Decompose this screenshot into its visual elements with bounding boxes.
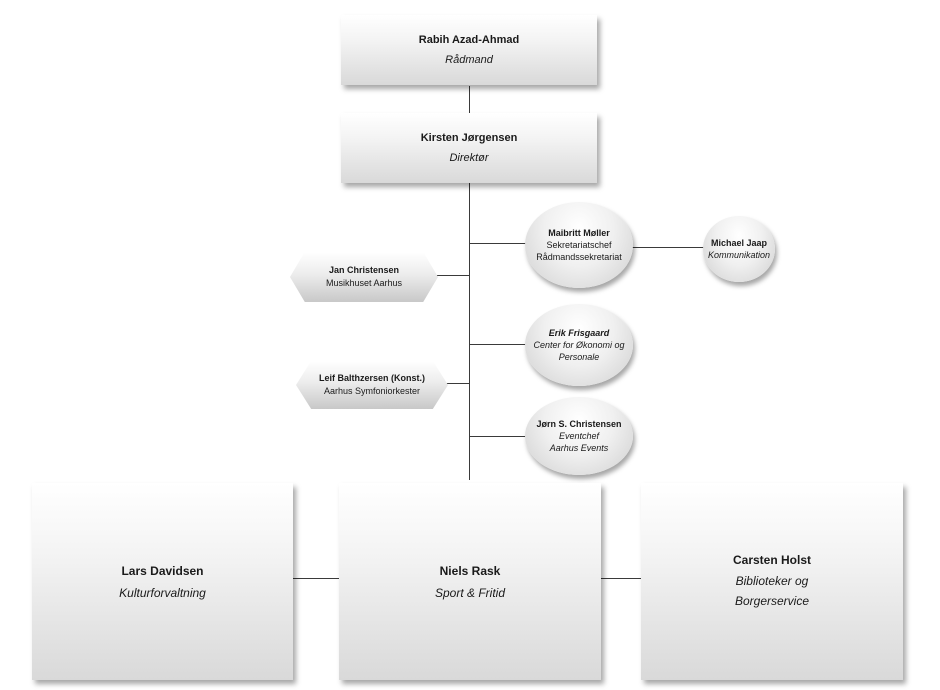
connector-frisgaard: [469, 344, 529, 345]
node-name: Lars Davidsen: [121, 563, 204, 578]
node-title: Kommunikation: [707, 250, 771, 260]
node-direktoer: Kirsten Jørgensen Direktør: [341, 113, 597, 183]
node-carsten-holst: Carsten Holst Biblioteker og Borgerservi…: [641, 483, 903, 680]
node-raadmand: Rabih Azad-Ahmad Rådmand: [341, 15, 597, 85]
node-unit: Musikhuset Aarhus: [325, 278, 403, 288]
connector-jan-christensen: [435, 275, 469, 276]
node-maibritt-moeller: Maibritt Møller Sekretariatschef Rådmand…: [525, 202, 633, 288]
node-unit: Aarhus Events: [549, 443, 609, 453]
node-michael-jaap: Michael Jaap Kommunikation: [703, 216, 775, 282]
node-name: Michael Jaap: [710, 238, 768, 248]
node-name: Jan Christensen: [328, 265, 400, 275]
node-joern-christensen: Jørn S. Christensen Eventchef Aarhus Eve…: [525, 397, 633, 475]
node-name: Leif Balthzersen (Konst.): [318, 373, 425, 383]
node-title-line1: Biblioteker og: [735, 573, 809, 588]
node-title: Sekretariatschef: [546, 240, 612, 250]
node-name: Maibritt Møller: [548, 228, 610, 238]
node-name: Niels Rask: [439, 563, 501, 578]
node-lars-davidsen: Lars Davidsen Kulturforvaltning: [32, 483, 293, 680]
node-name: Jørn S. Christensen: [536, 419, 622, 429]
node-name: Rabih Azad-Ahmad: [418, 34, 520, 46]
node-unit-cont: Personale: [558, 352, 600, 362]
node-title: Kulturforvaltning: [119, 585, 206, 600]
connector-dept-left: [292, 578, 340, 579]
node-name: Erik Frisgaard: [548, 328, 610, 338]
node-unit: Aarhus Symfoniorkester: [323, 386, 421, 396]
node-title: Direktør: [449, 152, 489, 164]
node-leif-balthzersen: Leif Balthzersen (Konst.) Aarhus Symfoni…: [296, 361, 448, 409]
node-unit: Center for Økonomi og: [533, 340, 625, 350]
connector-top-director: [469, 86, 470, 116]
node-title: Rådmand: [445, 54, 493, 66]
connector-balthzersen: [443, 383, 469, 384]
node-jan-christensen: Jan Christensen Musikhuset Aarhus: [290, 252, 438, 302]
node-name: Kirsten Jørgensen: [420, 132, 518, 144]
connector-christensen-events: [469, 436, 529, 437]
node-title-line2: Borgerservice: [734, 593, 810, 608]
connector-moller-jaap: [630, 247, 704, 248]
connector-moller: [469, 243, 529, 244]
connector-main-vertical: [469, 182, 470, 480]
node-erik-frisgaard: Erik Frisgaard Center for Økonomi og Per…: [525, 304, 633, 386]
node-title: Eventchef: [558, 431, 600, 441]
connector-dept-right: [600, 578, 642, 579]
node-title: Biblioteker og Borgerservice: [735, 571, 809, 611]
node-niels-rask: Niels Rask Sport & Fritid: [339, 483, 601, 680]
node-name: Carsten Holst: [732, 552, 812, 567]
node-unit: Rådmandssekretariat: [536, 252, 622, 262]
node-title: Sport & Fritid: [434, 585, 506, 600]
